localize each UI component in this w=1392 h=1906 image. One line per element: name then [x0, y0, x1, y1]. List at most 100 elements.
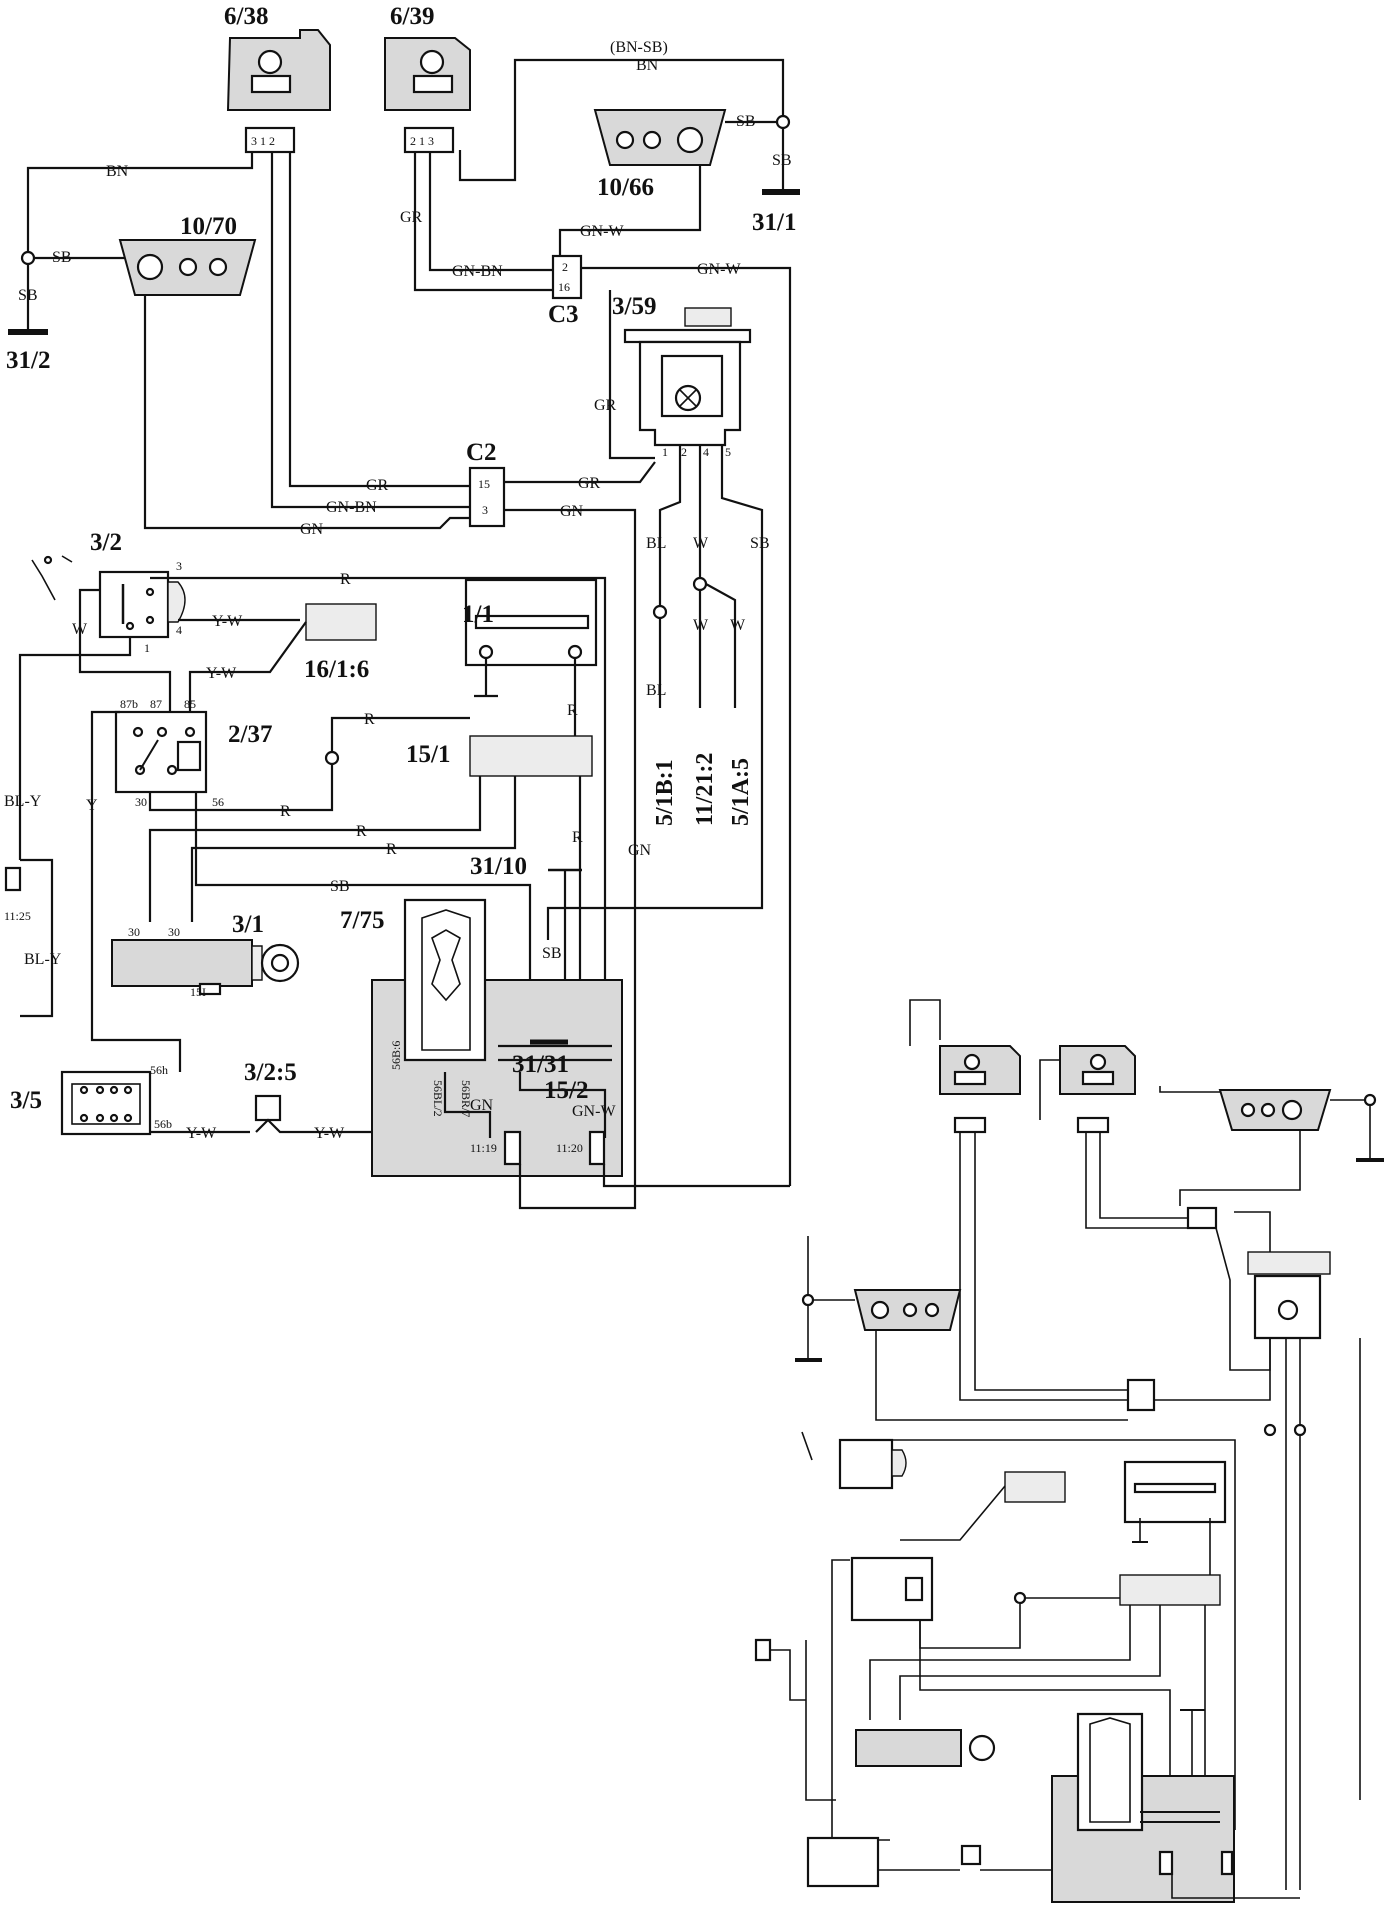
label-2-37: 2/37 [228, 721, 272, 748]
label-7-75: 7/75 [340, 907, 384, 934]
wire-label-w-2: W [693, 617, 709, 634]
pin-c3-2: 2 [562, 260, 568, 274]
label-3-5: 3/5 [10, 1087, 42, 1114]
label-10-66: 10/66 [597, 174, 654, 201]
wire-label-w-3: W [730, 617, 746, 634]
wire-label-yw-237: Y-W [206, 665, 237, 682]
pin-359-4: 4 [703, 445, 709, 459]
pin-35-56h: 56h [150, 1063, 168, 1077]
pin-31-15i: 15I [190, 985, 206, 999]
wire-label-w-1: W [693, 535, 709, 552]
connector-c2 [468, 466, 506, 528]
label-31-10: 31/10 [470, 853, 527, 880]
pin-237-87b: 87b [120, 697, 138, 711]
pin-56bl2: 56BL/2 [431, 1080, 445, 1117]
label-3-59: 3/59 [612, 293, 656, 320]
battery-1-1: 1/1 [462, 578, 598, 698]
pin-1119: 11:19 [470, 1141, 497, 1155]
label-10-70: 10/70 [180, 213, 237, 240]
label-31-1: 31/1 [752, 209, 796, 236]
switch-3-5: 56h 56b 3/5 [10, 1063, 172, 1136]
pin-32-4: 4 [176, 623, 182, 637]
wire-label-r-15-1a: R [356, 823, 367, 840]
wire-label-bn-top: BN [636, 57, 659, 74]
pin-32-1: 1 [144, 641, 150, 655]
label-c3: C3 [548, 301, 579, 328]
connector-3-2-5 [254, 1094, 282, 1122]
ignition-switch-3-1: 30 30 15I 3/1 [111, 911, 300, 999]
wire-label-bn-left: BN [106, 163, 129, 180]
wire-label-r-151: R [364, 711, 375, 728]
wire-label-yw-775: Y-W [314, 1125, 345, 1142]
wire-label-gr-c2-359: GR [578, 475, 601, 492]
fusebox-15-1 [469, 735, 593, 777]
pin-c3-16: 16 [558, 280, 570, 294]
label-31-2: 31/2 [6, 347, 50, 374]
wire-label-bnsb: (BN-SB) [610, 39, 668, 56]
label-6-38: 6/38 [224, 3, 268, 30]
wire-label-grbn-c2: GN-BN [326, 499, 377, 516]
pin-237-56: 56 [212, 795, 224, 809]
pin-237-87: 87 [150, 697, 162, 711]
wire-label-gnw-1066: GN-W [580, 223, 624, 240]
wire-label-sb-3110: SB [542, 945, 562, 962]
wire-label-bl-2: BL [646, 682, 666, 699]
connector-c3 [551, 254, 583, 300]
wire-label-sb-311: SB [772, 152, 792, 169]
mini-diagram [754, 999, 1384, 1903]
wire-label-gr-359: GR [594, 397, 617, 414]
pin-1120: 11:20 [556, 1141, 583, 1155]
pin-35-56b: 56b [154, 1117, 172, 1131]
wire-label-y: Y [86, 797, 98, 814]
pin-237-85: 85 [184, 697, 196, 711]
motor-6-39: 2 1 3 6/39 [384, 3, 471, 154]
label-3-2-5: 3/2:5 [244, 1059, 297, 1086]
wire-label-gr-c2: GR [366, 477, 389, 494]
wire-label-grbn-639: GN-BN [452, 263, 503, 280]
label-31-31: 31/31 [512, 1051, 569, 1078]
lamp-10-70: 10/70 [118, 213, 257, 296]
pin-31-30a: 30 [128, 925, 140, 939]
label-3-2: 3/2 [90, 529, 122, 556]
pins-6-39: 2 1 3 [410, 134, 434, 148]
wire-label-gn-c2-right: GN [560, 503, 584, 520]
pin-237-30: 30 [135, 795, 147, 809]
wire-label-sb-312: SB [18, 287, 38, 304]
wire-label-r-152: R [572, 829, 583, 846]
switch-3-59: 3/59 1 2 4 5 [612, 293, 752, 459]
wire-label-gn-1119: GN [470, 1097, 494, 1114]
wire-label-bly-1: BL-Y [4, 793, 42, 810]
wire-label-sb-1070: SB [52, 249, 72, 266]
label-1-1: 1/1 [462, 601, 494, 628]
pin-32-3: 3 [176, 559, 182, 573]
label-5-1b: 5/1B:1 [652, 759, 678, 826]
wire-label-gr-639: GR [400, 209, 423, 226]
pin-56b6: 56B:6 [389, 1041, 403, 1070]
pin-1125: 11:25 [4, 909, 31, 923]
pin-c2-15: 15 [478, 477, 490, 491]
wire-label-r-top: R [340, 571, 351, 588]
pin-31-30b: 30 [168, 925, 180, 939]
wire-label-r-15-1b: R [386, 841, 397, 858]
wire-label-bly-2: BL-Y [24, 951, 62, 968]
label-3-1: 3/1 [232, 911, 264, 938]
wire-label-gnw-c3: GN-W [697, 261, 741, 278]
wire-label-gn-c2: GN [300, 521, 324, 538]
label-c2: C2 [466, 439, 497, 466]
switch-3-2: 3/2 3 4 1 [90, 529, 186, 655]
wire-label-w-32: W [72, 621, 88, 638]
component-16-1 [305, 603, 377, 641]
label-16-1-6: 16/1:6 [304, 656, 369, 683]
label-6-39: 6/39 [390, 3, 434, 30]
label-5-1a: 5/1A:5 [728, 758, 754, 826]
relay-2-37: 87b 87 85 30 56 2/37 [114, 697, 272, 809]
wire-label-sb-359: SB [750, 535, 770, 552]
pins-6-38: 3 1 2 [251, 134, 275, 148]
lamp-10-66: 10/66 [593, 109, 727, 201]
label-15-1: 15/1 [406, 741, 450, 768]
pin-359-5: 5 [725, 445, 731, 459]
label-11-21: 11/21:2 [692, 753, 718, 826]
motor-6-38: 3 1 2 6/38 [224, 3, 331, 154]
wire-label-r-237: R [280, 803, 291, 820]
pin-359-1: 1 [662, 445, 668, 459]
